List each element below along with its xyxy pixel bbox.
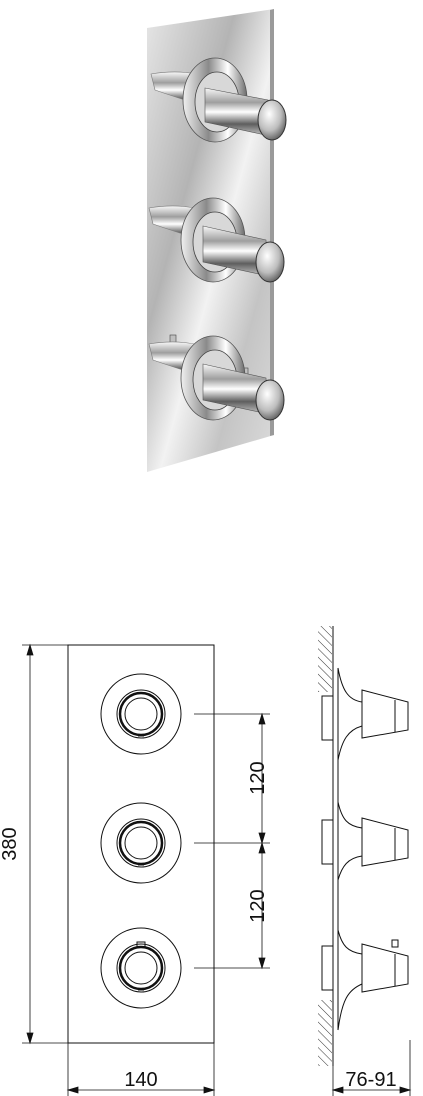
end-cap <box>255 379 285 421</box>
product-render <box>147 9 287 472</box>
depth-dimension-label: 76-91 <box>345 1069 396 1091</box>
side-handle-top <box>321 667 409 761</box>
side-view <box>318 626 412 1096</box>
handle-render-bottom <box>148 334 285 421</box>
plate-edge <box>270 9 274 436</box>
end-cap <box>255 241 285 283</box>
side-handle-middle <box>321 801 409 881</box>
end-cap <box>257 99 287 141</box>
wall-hatch-top <box>318 626 332 692</box>
front-view <box>22 643 270 1096</box>
spacing-upper-label: 120 <box>247 761 269 794</box>
front-knob-bottom <box>100 927 182 1009</box>
handle-render-top <box>150 57 287 143</box>
height-dimension <box>22 643 68 1045</box>
side-handle-bottom <box>321 929 409 1031</box>
front-knob-middle <box>100 802 182 884</box>
height-dimension-label: 380 <box>0 827 21 860</box>
depth-dimension <box>331 1040 412 1096</box>
width-dimension-label: 140 <box>124 1069 157 1091</box>
spacing-dimension <box>194 712 270 970</box>
front-knob-top <box>100 673 182 755</box>
wall-hatch-bottom <box>318 1000 332 1066</box>
handle-render-middle <box>148 197 285 283</box>
spacing-lower-label: 120 <box>247 889 269 922</box>
width-dimension <box>66 1043 216 1096</box>
front-plate-outline <box>67 644 215 1044</box>
